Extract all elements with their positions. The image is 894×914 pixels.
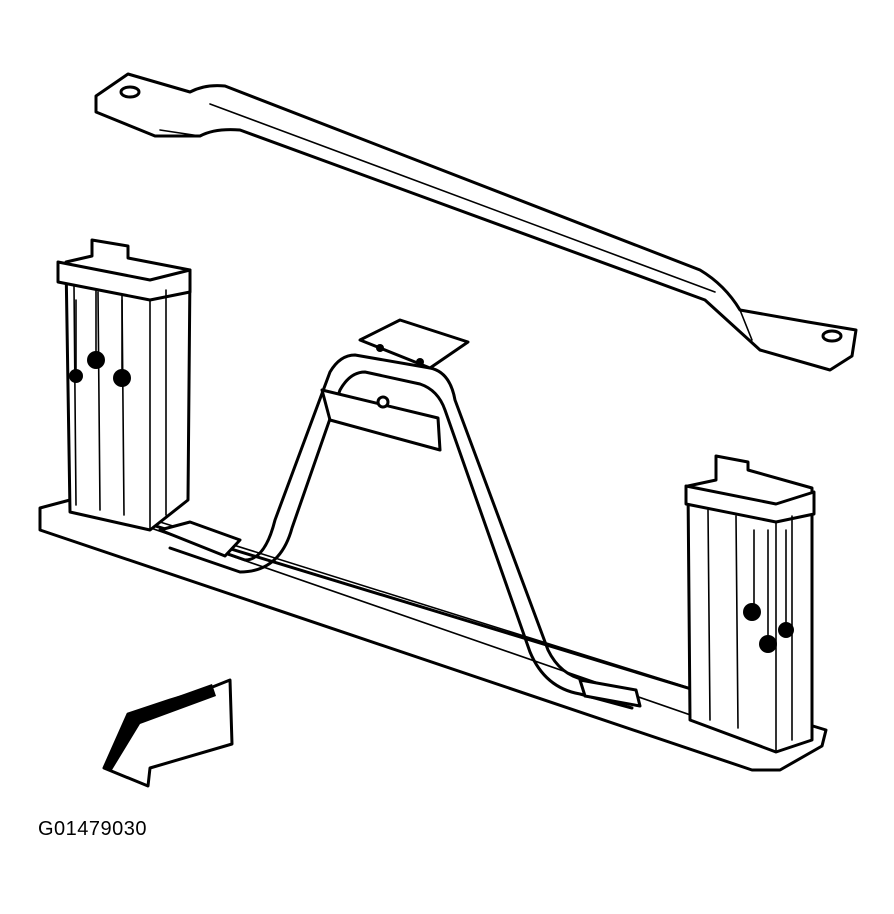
front-direction-arrow-icon: [102, 678, 234, 788]
figure-id-label: G01479030: [38, 818, 148, 840]
right-mounting-bracket: [684, 454, 816, 754]
upper-cross-member: [94, 72, 858, 372]
left-mounting-bracket: [56, 238, 192, 532]
center-support-tube: [158, 318, 642, 710]
